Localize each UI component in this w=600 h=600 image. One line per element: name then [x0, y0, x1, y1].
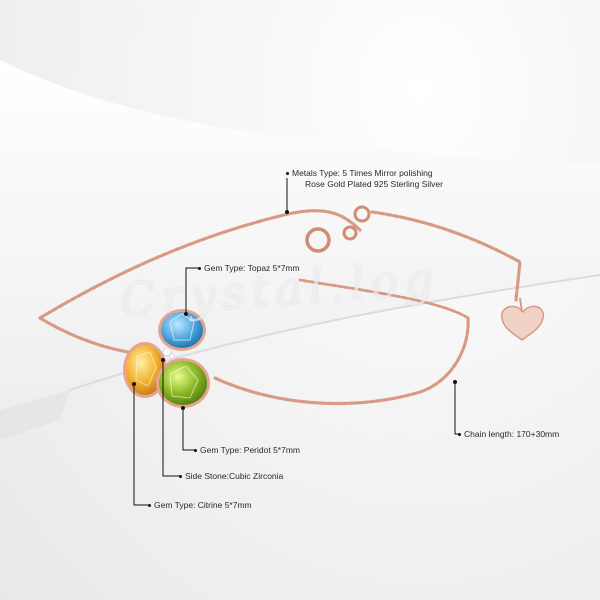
- citrine-annotation: Gem Type: Citrine 5*7mm: [148, 500, 252, 511]
- chain-length-annotation: Chain length: 170+30mm: [458, 429, 559, 440]
- metals-line-1: Metals Type: 5 Times Mirror polishing: [292, 168, 433, 178]
- topaz-label: Gem Type: Topaz 5*7mm: [204, 263, 300, 273]
- chain-left: [38, 316, 130, 354]
- chain-lower: [213, 316, 470, 406]
- topaz-gem: [161, 312, 203, 348]
- citrine-gem: [126, 345, 164, 395]
- bullet-icon: [194, 449, 197, 453]
- metals-annotation: Metals Type: 5 Times Mirror polishing Ro…: [286, 168, 443, 190]
- side-stone-annotation: Side Stone:Cubic Zirconia: [179, 471, 283, 482]
- bullet-icon: [179, 475, 182, 479]
- peridot-annotation: Gem Type: Peridot 5*7mm: [194, 445, 300, 456]
- bullet-icon: [198, 267, 201, 271]
- cubic-zirconia-stone: [162, 347, 172, 357]
- peridot-gem: [159, 361, 207, 405]
- heart-charm: [501, 305, 545, 341]
- topaz-annotation: Gem Type: Topaz 5*7mm: [198, 263, 300, 274]
- jump-ring: [342, 225, 358, 241]
- bullet-icon: [458, 433, 461, 437]
- bullet-icon: [148, 504, 151, 508]
- clasp-ring: [305, 227, 331, 253]
- chain-upper-right: [370, 210, 522, 302]
- chain-lower-loop: [298, 278, 470, 320]
- chain-upper: [38, 209, 362, 320]
- metals-line-2: Rose Gold Plated 925 Sterling Silver: [305, 179, 443, 189]
- chain-length-label: Chain length: 170+30mm: [464, 429, 560, 439]
- peridot-label: Gem Type: Peridot 5*7mm: [200, 445, 300, 455]
- bullet-icon: [286, 172, 289, 176]
- citrine-label: Gem Type: Citrine 5*7mm: [154, 500, 252, 510]
- display-block: [0, 60, 600, 410]
- side-stone-label: Side Stone:Cubic Zirconia: [185, 471, 284, 481]
